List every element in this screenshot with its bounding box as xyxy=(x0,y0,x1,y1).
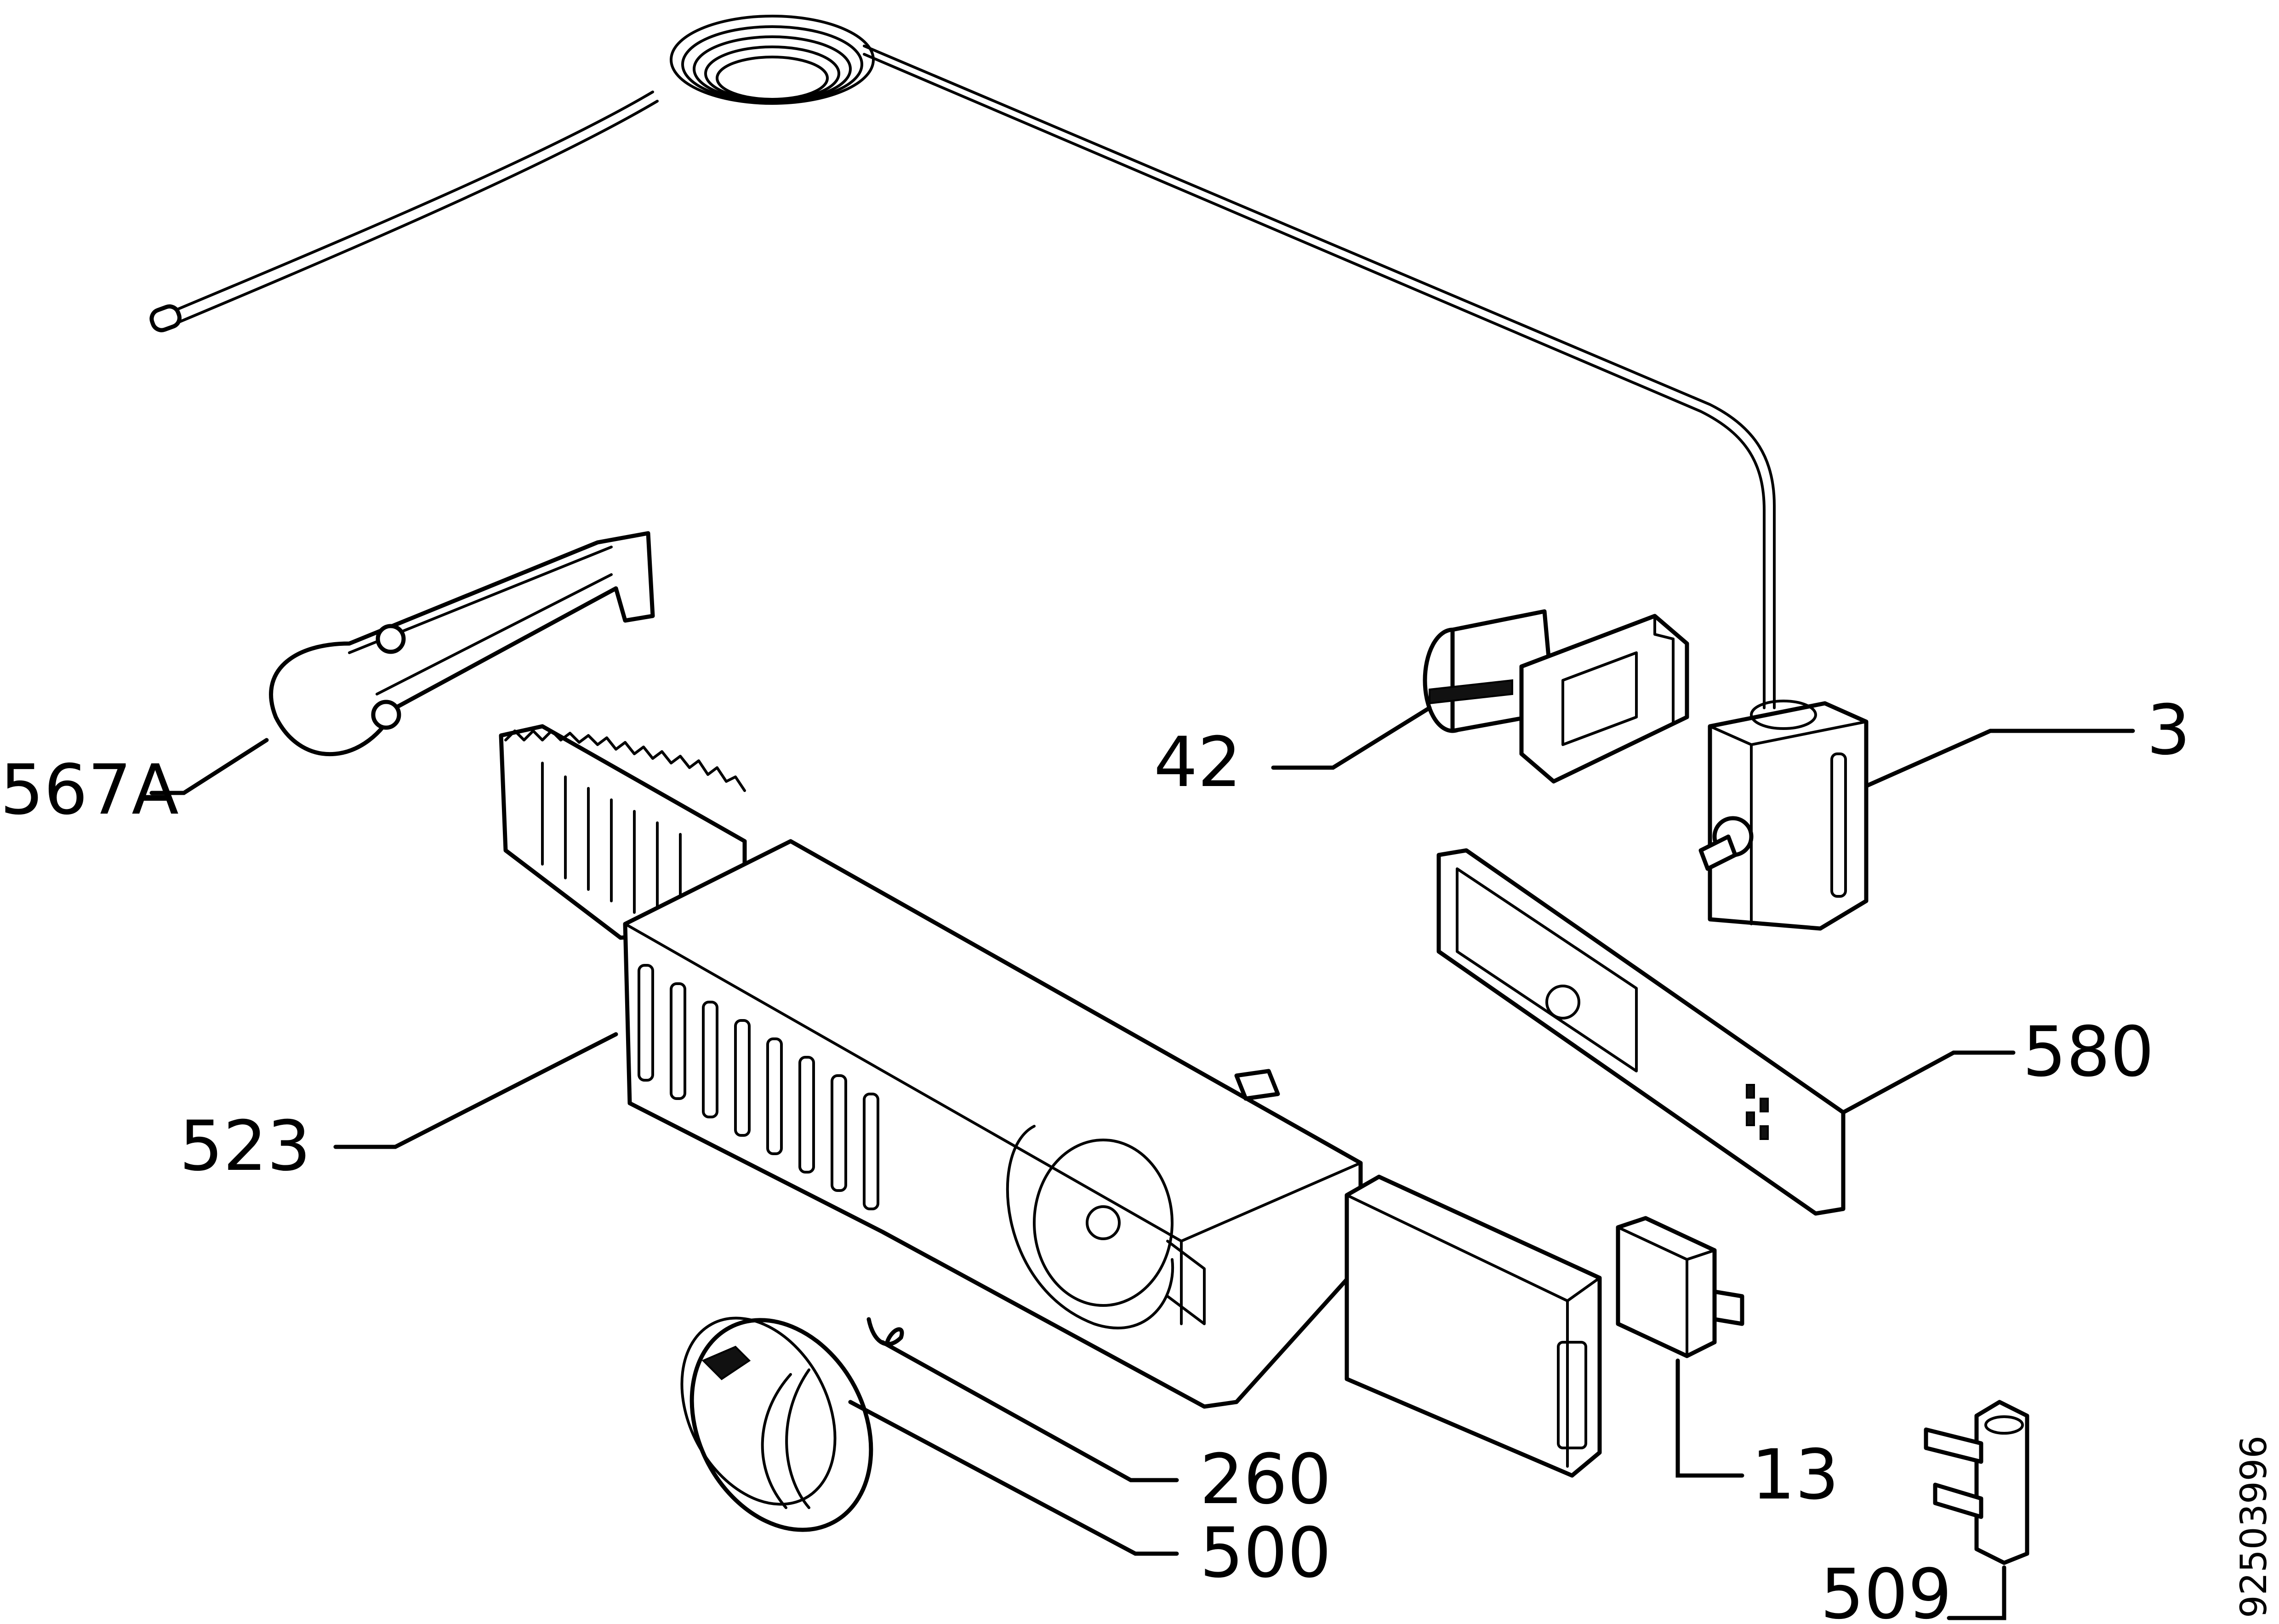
label-42: 42 xyxy=(1154,723,1242,803)
leader-260 xyxy=(880,1340,1179,1482)
lamp-holder xyxy=(1423,609,1689,784)
label-580: 580 xyxy=(2023,1012,2154,1092)
leader-567a xyxy=(149,738,269,795)
leader-580 xyxy=(1841,1050,2016,1115)
leader-lines xyxy=(149,706,2135,1620)
connector xyxy=(1924,1400,2029,1565)
label-260: 260 xyxy=(1200,1440,1331,1520)
capillary-tube xyxy=(149,15,1776,709)
bracket xyxy=(269,531,655,757)
leader-13 xyxy=(1675,1358,1744,1478)
switch-plate xyxy=(1436,848,1846,1216)
knob xyxy=(680,1316,873,1532)
light-cover xyxy=(1345,1174,1602,1478)
label-13: 13 xyxy=(1751,1435,1839,1515)
part-labels: 567A 42 3 580 523 260 500 13 509 9250399… xyxy=(0,690,2275,1624)
switch xyxy=(1616,1216,1744,1358)
spring-clip xyxy=(866,1317,904,1346)
leader-42 xyxy=(1271,706,1432,770)
leader-500 xyxy=(848,1400,1179,1556)
thermostat-body xyxy=(1698,700,1869,931)
label-509: 509 xyxy=(1820,1555,1952,1624)
label-523: 523 xyxy=(179,1106,311,1186)
leader-523 xyxy=(333,1032,618,1149)
leader-3 xyxy=(1864,729,2135,788)
label-500: 500 xyxy=(1200,1513,1331,1593)
leader-509 xyxy=(1947,1565,2006,1620)
label-567a: 567A xyxy=(0,750,179,830)
drawing-code: 92503996 xyxy=(2233,1436,2275,1618)
label-3: 3 xyxy=(2147,690,2190,770)
housing xyxy=(499,724,1363,1409)
